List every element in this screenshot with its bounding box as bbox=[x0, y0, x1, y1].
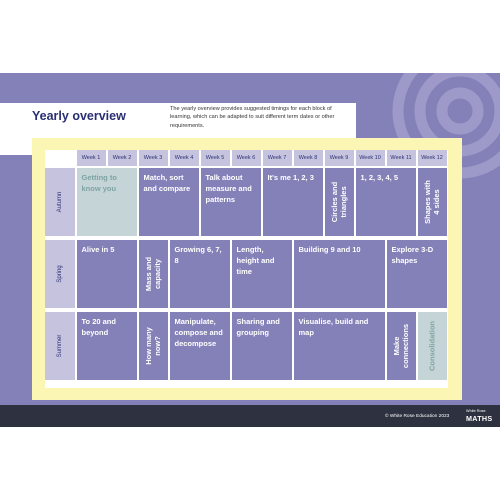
intro-text: The yearly overview provides suggested t… bbox=[170, 106, 335, 129]
logo-top-text: White Rose bbox=[466, 409, 486, 413]
week-header-9: Week 9 bbox=[324, 150, 354, 166]
footer-bar bbox=[0, 405, 500, 427]
week-header-6: Week 6 bbox=[231, 150, 261, 166]
week-header-10: Week 10 bbox=[355, 150, 385, 166]
week-header-7: Week 7 bbox=[262, 150, 292, 166]
term-label-spring: Spring bbox=[45, 240, 75, 308]
block-manipulate-compose-and-decompose: Manipulate, compose and decompose bbox=[169, 312, 230, 380]
week-header-11: Week 11 bbox=[386, 150, 416, 166]
block-it-s-me-1-2-3: It's me 1, 2, 3 bbox=[262, 168, 323, 236]
block-getting-to-know-you: Getting to know you bbox=[76, 168, 137, 236]
block-1-2-3-4-5: 1, 2, 3, 4, 5 bbox=[355, 168, 416, 236]
page-title: Yearly overview bbox=[32, 109, 126, 123]
block-match-sort-and-compare: Match, sort and compare bbox=[138, 168, 199, 236]
block-consolidation: Consolidation bbox=[417, 312, 447, 380]
block-label: Consolidation bbox=[427, 321, 437, 371]
block-growing-6-7-8: Growing 6, 7, 8 bbox=[169, 240, 230, 308]
block-visualise-build-and-map: Visualise, build and map bbox=[293, 312, 385, 380]
week-header-3: Week 3 bbox=[138, 150, 168, 166]
week-header-1: Week 1 bbox=[76, 150, 106, 166]
block-talk-about-measure-and-patterns: Talk about measure and patterns bbox=[200, 168, 261, 236]
week-header-5: Week 5 bbox=[200, 150, 230, 166]
term-name: Spring bbox=[56, 265, 63, 283]
block-sharing-and-grouping: Sharing and grouping bbox=[231, 312, 292, 380]
term-label-autumn: Autumn bbox=[45, 168, 75, 236]
term-name: Summer bbox=[56, 334, 63, 358]
week-header-8: Week 8 bbox=[293, 150, 323, 166]
block-explore-3-d-shapes: Explore 3-D shapes bbox=[386, 240, 447, 308]
logo-main-text: MATHS bbox=[466, 414, 493, 423]
term-label-summer: Summer bbox=[45, 312, 75, 380]
week-header-4: Week 4 bbox=[169, 150, 199, 166]
block-length-height-and-time: Length, height and time bbox=[231, 240, 292, 308]
copyright-text: © White Rose Education 2023 bbox=[385, 414, 450, 419]
week-header-12: Week 12 bbox=[417, 150, 447, 166]
block-to-20-and-beyond: To 20 and beyond bbox=[76, 312, 137, 380]
block-building-9-and-10: Building 9 and 10 bbox=[293, 240, 385, 308]
term-name: Autumn bbox=[56, 191, 63, 213]
block-alive-in-5: Alive in 5 bbox=[76, 240, 137, 308]
week-header-2: Week 2 bbox=[107, 150, 137, 166]
